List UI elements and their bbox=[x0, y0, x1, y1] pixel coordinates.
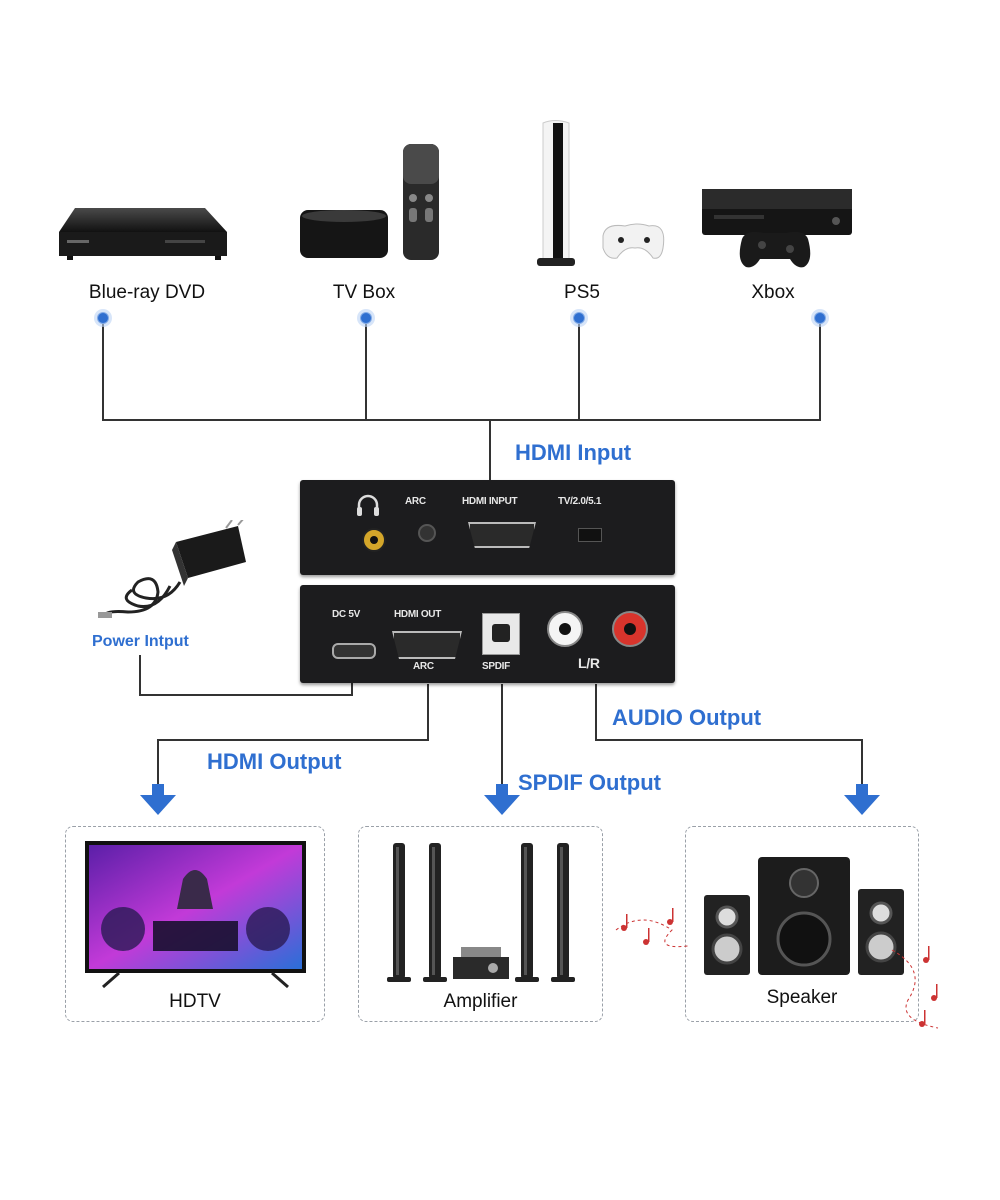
music-notes-left-icon bbox=[612, 900, 692, 980]
music-notes-right-icon bbox=[888, 940, 948, 1035]
tv-box-icon bbox=[295, 140, 445, 265]
usb-c-power-port bbox=[332, 643, 376, 659]
hdmi-input-label: HDMI Input bbox=[515, 440, 631, 466]
mode-switch bbox=[578, 528, 602, 542]
audio-left-rca-port bbox=[547, 611, 583, 647]
hdmi-out-arc-label: ARC bbox=[413, 661, 434, 672]
hdmi-out-port-label: HDMI OUT bbox=[394, 609, 441, 620]
hdtv-label: HDTV bbox=[66, 991, 324, 1013]
dc-input-label: DC 5V bbox=[332, 609, 360, 620]
device-input-panel: ARC HDMI INPUT TV/2.0/5.1 bbox=[300, 480, 675, 575]
hdtv-output-box: HDTV bbox=[65, 826, 325, 1022]
audio-output-label: AUDIO Output bbox=[612, 705, 761, 731]
hdmi-input-port-label: HDMI INPUT bbox=[462, 496, 517, 507]
amplifier-output-box: Amplifier bbox=[358, 826, 603, 1022]
speaker-system-icon bbox=[698, 849, 908, 979]
speaker-output-box: Speaker bbox=[685, 826, 919, 1022]
device-output-panel: DC 5V HDMI OUT ARC SPDIF L/R bbox=[300, 585, 675, 683]
power-adapter-icon bbox=[98, 520, 258, 630]
source-label-ps5: PS5 bbox=[482, 282, 682, 304]
hdmi-output-label: HDMI Output bbox=[207, 749, 341, 775]
source-label-xbox: Xbox bbox=[673, 282, 873, 304]
headphone-icon bbox=[355, 492, 381, 518]
amplifier-label: Amplifier bbox=[359, 991, 602, 1013]
hdmi-output-port bbox=[392, 631, 462, 659]
spdif-output-label: SPDIF Output bbox=[518, 770, 661, 796]
power-input-label: Power Intput bbox=[92, 633, 189, 651]
source-label-bluray: Blue-ray DVD bbox=[47, 282, 247, 304]
lr-audio-label: L/R bbox=[578, 655, 600, 671]
audio-jack-port bbox=[362, 528, 386, 552]
hdtv-icon bbox=[83, 839, 308, 989]
bluray-player-icon bbox=[55, 200, 230, 270]
arc-switch-label: ARC bbox=[405, 496, 426, 507]
mode-switch-label: TV/2.0/5.1 bbox=[558, 496, 601, 507]
spdif-optical-port bbox=[482, 613, 520, 655]
xbox-console-icon bbox=[700, 185, 855, 275]
arc-button bbox=[418, 524, 436, 542]
hdmi-input-port bbox=[468, 522, 536, 548]
source-label-tvbox: TV Box bbox=[264, 282, 464, 304]
audio-right-rca-port bbox=[612, 611, 648, 647]
amplifier-speakers-icon bbox=[381, 839, 581, 989]
ps5-console-icon bbox=[525, 118, 665, 273]
spdif-port-label: SPDIF bbox=[482, 661, 510, 672]
speaker-label: Speaker bbox=[686, 987, 918, 1009]
